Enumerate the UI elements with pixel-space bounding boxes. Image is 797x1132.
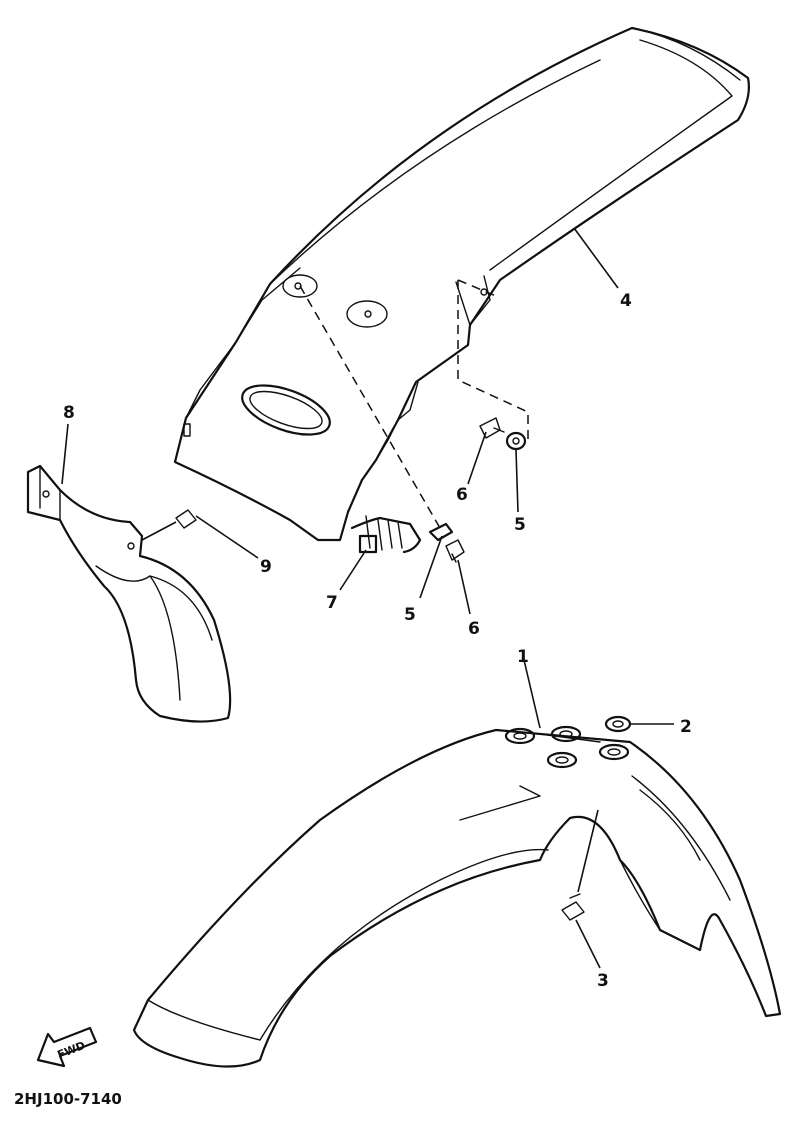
mud-flap [26,464,232,723]
callout-9: 9 [260,557,272,577]
screw-9 [141,509,197,541]
bolt-6-upper [479,417,505,439]
rear-fender [173,26,750,554]
front-fender [132,725,782,1068]
screw-3 [561,893,585,921]
bolt-6-lower [445,539,465,563]
washer-5-upper [505,431,527,451]
rear-assembly-guides [299,279,529,529]
callout-3: 3 [597,971,609,991]
fwd-label: FWD [56,1039,88,1062]
forward-arrow: FWD [36,1026,98,1068]
callout-4: 4 [620,291,632,311]
callout-1: 1 [517,647,529,667]
callout-5-lower: 5 [404,605,416,625]
callout-5-upper: 5 [514,515,526,535]
callouts: 4 8 9 7 5 6 6 5 1 2 3 [63,291,692,991]
leader-lines [61,227,674,969]
washer-5-lower [428,522,454,542]
callout-2: 2 [680,717,692,737]
grommet-2 [604,715,632,733]
callout-7: 7 [326,593,338,613]
callout-8: 8 [63,403,75,423]
callout-6-upper: 6 [456,485,468,505]
drawing-code: 2HJ100-7140 [14,1090,122,1108]
callout-6-lower: 6 [468,619,480,639]
